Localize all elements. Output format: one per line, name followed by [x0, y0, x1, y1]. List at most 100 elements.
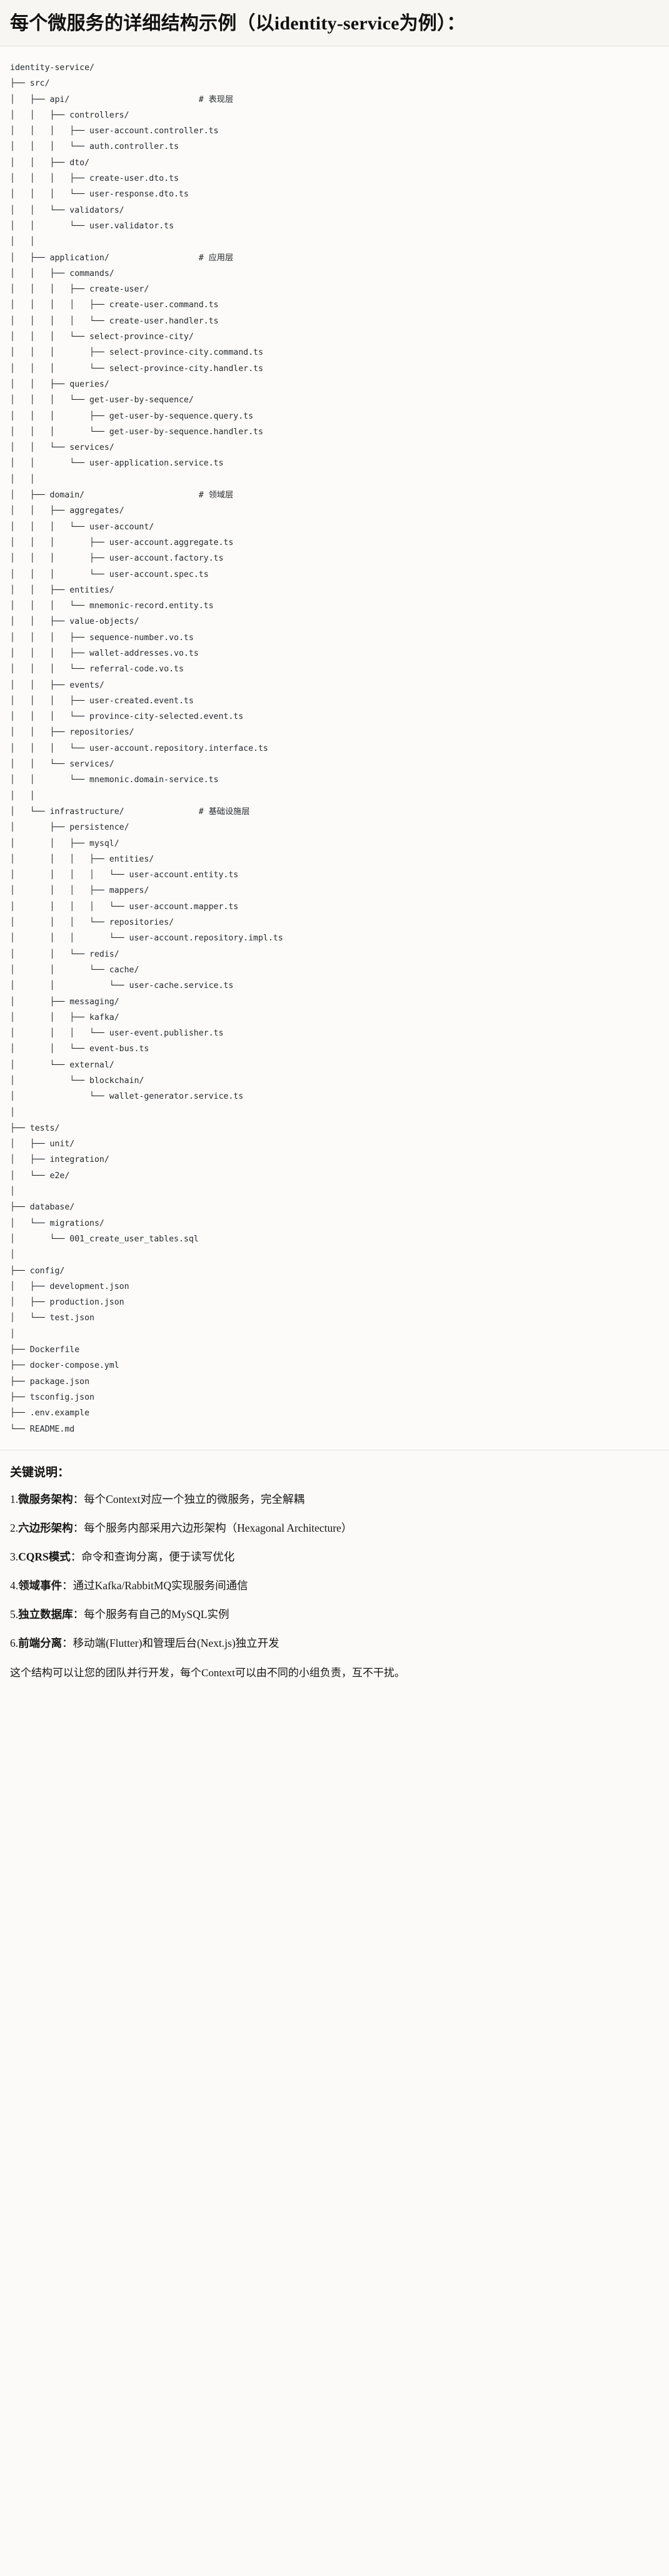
tree-line: ├── tests/: [10, 1123, 60, 1133]
tree-line: │ │ │ └── province-city-selected.event.t…: [10, 712, 244, 722]
key-note-description: 每个服务内部采用六边形架构（Hexagonal Architecture）: [84, 1521, 353, 1534]
tree-line: │ └── external/: [10, 1060, 114, 1070]
tree-line: │: [10, 1329, 15, 1339]
tree-line: │ └── e2e/: [10, 1171, 70, 1181]
tree-line: │ │ └── validators/: [10, 205, 124, 215]
tree-line: │ │ ├── repositories/: [10, 728, 134, 738]
directory-tree-code: identity-service/├── src/│ ├── api/ # 表现…: [10, 60, 659, 1437]
tree-line: │ │ └── user-application.service.ts: [10, 459, 224, 469]
tree-line: │ │ └── event-bus.ts: [10, 1044, 149, 1054]
tree-line: │: [10, 1107, 15, 1117]
tree-line: ├── docker-compose.yml: [10, 1361, 119, 1371]
tree-line: │ │ │ └── repositories/: [10, 918, 174, 928]
key-note-number: 5.: [10, 1608, 19, 1621]
tree-line: └── README.md: [10, 1424, 75, 1434]
key-note-item: 2.六边形架构：每个服务内部采用六边形架构（Hexagonal Architec…: [10, 1520, 659, 1537]
tree-line: │ ├── integration/: [10, 1155, 109, 1165]
tree-line: │: [10, 1250, 15, 1260]
key-note-separator: ：: [62, 1637, 73, 1650]
directory-tree: identity-service/├── src/│ ├── api/ # 表现…: [10, 60, 659, 1437]
tree-line: │ └── wallet-generator.service.ts: [10, 1092, 244, 1102]
tree-line: │ │ │ └── referral-code.vo.ts: [10, 664, 184, 675]
tree-line: │ │ │ │ ├── create-user.command.ts: [10, 300, 219, 310]
tree-line: │ │ │ ├── entities/: [10, 854, 154, 864]
tree-line: │ │ ├── queries/: [10, 379, 109, 389]
key-note-item: 1.微服务架构：每个Context对应一个独立的微服务，完全解耦: [10, 1491, 659, 1508]
tree-line: │ │ │ └── select-province-city.handler.t…: [10, 364, 263, 374]
tree-line: │ │ └── services/: [10, 443, 114, 453]
tree-line: │ │ │ ├── wallet-addresses.vo.ts: [10, 648, 199, 658]
tree-line: │ └── infrastructure/ # 基础设施层: [10, 807, 250, 817]
tree-line: │ │ │ └── select-province-city/: [10, 332, 194, 342]
tree-line: │ │ │ ├── get-user-by-sequence.query.ts: [10, 411, 254, 421]
key-note-term: 六边形架构: [18, 1521, 73, 1534]
tree-line: │ │ │ ├── sequence-number.vo.ts: [10, 633, 194, 643]
page-title: 每个微服务的详细结构示例（以identity-service为例）：: [10, 13, 466, 34]
tree-line: ├── .env.example: [10, 1408, 90, 1418]
key-note-description: 命令和查询分离，便于读写优化: [81, 1550, 235, 1564]
tree-line: │ │: [10, 474, 35, 484]
key-note-description: 每个服务有自己的MySQL实例: [84, 1608, 229, 1621]
tree-line: │ │ │ └── user-event.publisher.ts: [10, 1029, 224, 1039]
tree-line: │ ├── development.json: [10, 1281, 129, 1291]
tree-line: │ │: [10, 237, 35, 247]
key-note-separator: ：: [62, 1579, 73, 1592]
tree-line: ├── Dockerfile: [10, 1345, 80, 1355]
key-note-description: 每个Context对应一个独立的微服务，完全解耦: [84, 1492, 305, 1505]
tree-line: │ ├── persistence/: [10, 823, 129, 833]
key-notes-block: 关键说明： 1.微服务架构：每个Context对应一个独立的微服务，完全解耦 2.…: [0, 1449, 669, 1695]
key-note-number: 4.: [10, 1579, 19, 1592]
tree-line: │ │ │ │ └── create-user.handler.ts: [10, 316, 219, 326]
tree-line: │ │ │ └── mnemonic-record.entity.ts: [10, 601, 214, 611]
tree-line: │ └── test.json: [10, 1313, 94, 1323]
key-note-item: 5.独立数据库：每个服务有自己的MySQL实例: [10, 1606, 659, 1623]
tree-line: │ ├── unit/: [10, 1139, 75, 1149]
tree-line: │ └── migrations/: [10, 1218, 104, 1228]
tree-line: │ │ └── redis/: [10, 949, 119, 959]
tree-line: │ │ │ └── user-account.repository.impl.t…: [10, 934, 283, 944]
tree-line: │ │ ├── dto/: [10, 158, 90, 168]
key-note-item: 6.前端分离：移动端(Flutter)和管理后台(Next.js)独立开发: [10, 1635, 659, 1652]
tree-line: ├── src/: [10, 79, 50, 89]
key-note-number: 3.: [10, 1550, 19, 1564]
tree-line: │ │ │ │ └── user-account.mapper.ts: [10, 902, 239, 912]
tree-line: │ │ │ ├── user-account.aggregate.ts: [10, 537, 234, 547]
closing-paragraph: 这个结构可以让您的团队并行开发，每个Context可以由不同的小组负责，互不干扰…: [10, 1666, 405, 1679]
tree-line: │ │ │ └── user-account.repository.interf…: [10, 743, 268, 753]
tree-line: │: [10, 1187, 15, 1197]
tree-line: ├── config/: [10, 1266, 65, 1276]
key-note-separator: ：: [73, 1608, 84, 1621]
tree-line: │ │ └── user.validator.ts: [10, 221, 174, 231]
tree-line: │ │ ├── aggregates/: [10, 506, 124, 516]
title-block: 每个微服务的详细结构示例（以identity-service为例）：: [0, 0, 669, 46]
tree-line: │ │ │ ├── create-user/: [10, 285, 149, 295]
key-note-term: 领域事件: [18, 1579, 63, 1592]
document-page: 每个微服务的详细结构示例（以identity-service为例）： ident…: [0, 0, 669, 1695]
tree-line: │ │ ├── controllers/: [10, 110, 129, 120]
tree-line: │ │ ├── events/: [10, 680, 104, 690]
tree-line: │ ├── api/ # 表现层: [10, 94, 234, 104]
key-note-number: 1.: [10, 1492, 19, 1505]
tree-line: │ │ │ ├── select-province-city.command.t…: [10, 348, 263, 358]
tree-line: │ │ ├── mysql/: [10, 838, 119, 848]
key-note-separator: ：: [73, 1521, 84, 1534]
key-note-term: 独立数据库: [18, 1608, 73, 1621]
tree-line: │ │ │ └── user-account/: [10, 522, 154, 532]
tree-line: │ │ │ └── user-account.spec.ts: [10, 569, 209, 579]
tree-line: │ │ └── user-cache.service.ts: [10, 981, 234, 991]
tree-line: │ ├── production.json: [10, 1298, 124, 1308]
key-note-term: CQRS模式: [18, 1550, 71, 1564]
tree-line: │ │ │ ├── user-account.controller.ts: [10, 126, 219, 136]
tree-line: │ │ │ └── auth.controller.ts: [10, 142, 179, 152]
key-notes-list: 1.微服务架构：每个Context对应一个独立的微服务，完全解耦 2.六边形架构：…: [10, 1491, 659, 1652]
tree-line: │ ├── messaging/: [10, 997, 119, 1007]
key-note-term: 前端分离: [18, 1637, 63, 1650]
tree-line: ├── tsconfig.json: [10, 1392, 94, 1402]
tree-line: │ │ │ ├── user-created.event.ts: [10, 696, 194, 706]
tree-line: │ │ ├── value-objects/: [10, 617, 139, 627]
key-notes-heading: 关键说明：: [10, 1465, 70, 1479]
tree-line: ├── package.json: [10, 1377, 90, 1387]
tree-line: │ │ └── mnemonic.domain-service.ts: [10, 775, 219, 785]
tree-line: │ │ └── cache/: [10, 965, 139, 975]
tree-line: ├── database/: [10, 1203, 75, 1213]
